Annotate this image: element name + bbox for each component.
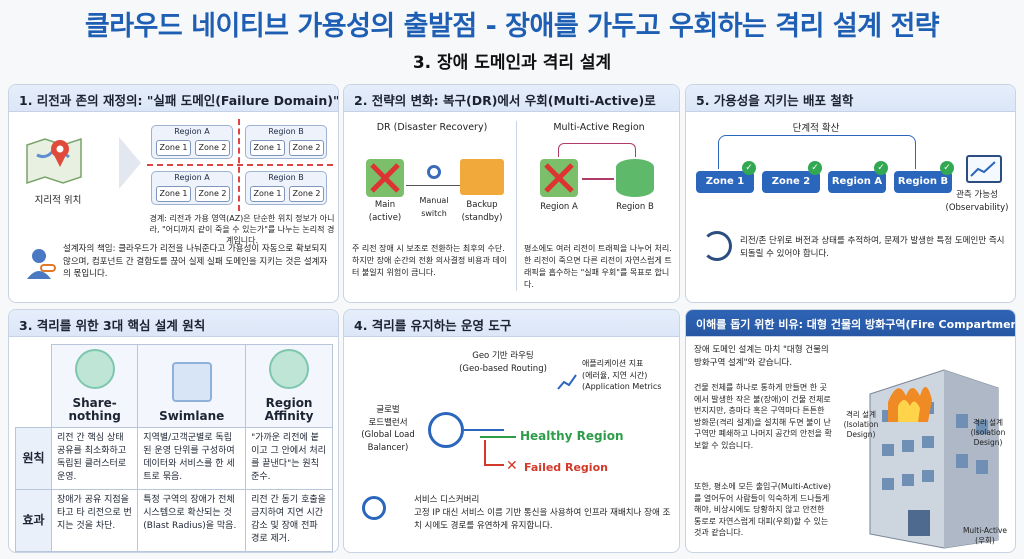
route-line	[464, 429, 504, 431]
rollout-node: Region B	[894, 171, 952, 193]
main-label: Main (active)	[368, 200, 402, 223]
rollout-node: Region A	[828, 171, 886, 193]
database-icon	[616, 159, 654, 197]
panel-heading: 5. 가용성을 지키는 배포 철학	[686, 85, 1015, 112]
check-icon: ✓	[874, 161, 888, 175]
divider	[516, 121, 517, 291]
switch-label: Manual switch	[419, 196, 449, 218]
region-a-failed-icon	[540, 159, 578, 197]
check-icon: ✓	[742, 161, 756, 175]
panel-analogy: 이해를 돕기 위한 비유: 대형 건물의 방화구역(Fire Compartme…	[685, 309, 1016, 553]
panel-ops-tools: 4. 격리를 유지하는 운영 도구 Geo 기반 라우팅 (Geo-based …	[343, 309, 680, 553]
network-icon	[74, 349, 115, 389]
principles-table: Share-nothing Swimlane Region Affinity 원…	[15, 344, 333, 552]
region-box: Region A Zone 1 Zone 2	[151, 125, 233, 159]
panel-principles: 3. 격리를 위한 3대 핵심 설계 원칙 Share-nothing Swim…	[8, 309, 339, 553]
multi-active-label: Multi-Active (우회)	[962, 526, 1008, 545]
row-label: 효과	[15, 489, 52, 552]
boundary-line-horizontal	[147, 164, 333, 166]
table-cell: 지역별/고객군별로 독립된 운영 단위를 구성하여 데이터와 서비스를 한 세트…	[137, 427, 247, 490]
ma-title: Multi-Active Region	[553, 122, 645, 133]
affinity-icon	[269, 349, 310, 389]
failed-label: Failed Region	[524, 461, 608, 474]
failed-route-line	[484, 440, 504, 466]
region-box: Region B Zone 1 Zone 2	[245, 171, 327, 205]
panel-heading: 이해를 돕기 위한 비유: 대형 건물의 방화구역(Fire Compartme…	[686, 310, 1015, 337]
backup-label: Backup (standby)	[461, 200, 503, 223]
swimlane-icon	[171, 362, 212, 402]
table-cell: 특정 구역의 장애가 전체 시스템으로 확산되는 것(Blast Radius)…	[137, 489, 247, 552]
check-icon: ✓	[940, 161, 954, 175]
dr-title: DR (Disaster Recovery)	[376, 122, 488, 133]
map-icon	[23, 133, 85, 185]
load-balancer-icon	[428, 412, 464, 448]
panel-heading: 1. 리전과 존의 재정의: "실패 도메인(Failure Domain)"	[9, 85, 338, 112]
analogy-para-1: 장애 도메인 설계는 마치 "대형 건물의 방화구역 설계"와 같습니다.	[694, 345, 829, 368]
panel-heading: 4. 격리를 유지하는 운영 도구	[344, 310, 679, 337]
close-icon: ✕	[506, 458, 518, 474]
isolation-label-right: 격리 설계 (Isolation Design)	[970, 418, 1006, 447]
map-label: 지리적 위치	[34, 195, 82, 206]
panel-deploy-philosophy: 5. 가용성을 지키는 배포 철학 단계적 확산 Zone 1 Zone 2 R…	[685, 84, 1016, 303]
rollout-node: Zone 1	[696, 171, 754, 193]
metrics-label: 애플리케이션 지표 (에러율, 지연 시간) (Application Metr…	[582, 359, 662, 391]
page-subtitle: 3. 장애 도메인과 격리 설계	[412, 53, 612, 73]
search-icon	[362, 496, 386, 520]
table-cell: 리전 간 핵심 상태 공유를 최소화하고 독립된 클러스터로 운영.	[50, 427, 139, 490]
panel-heading: 3. 격리를 위한 3대 핵심 설계 원칙	[9, 310, 338, 337]
geo-routing-label: Geo 기반 라우팅 (Geo-based Routing)	[459, 351, 547, 374]
region-box: Region A Zone 1 Zone 2	[151, 171, 233, 205]
traffic-arrow	[558, 143, 636, 157]
column-header: Swimlane	[137, 344, 247, 428]
column-header: Region Affinity	[245, 344, 333, 428]
lb-label: 글로벌 로드밸런서 (Global Load Balancer)	[361, 405, 415, 453]
duty-note: 설계자의 책임: 클라우드가 리전을 나눠준다고 가용성이 자동으로 확보되지 …	[63, 244, 328, 279]
dr-note: 주 리전 장애 시 보조로 전환하는 최후의 수단. 하지만 장애 순간의 전환…	[352, 244, 508, 277]
building-illustration	[848, 354, 1012, 550]
monitor-icon	[966, 155, 1002, 183]
sd-title: 서비스 디스커버리	[414, 495, 480, 505]
traffic-arrow	[582, 178, 614, 180]
table-cell: 리전 간 동기 호출을 금지하여 지연 시간 감소 및 장애 전파 경로 제거.	[245, 489, 333, 552]
healthy-route-line	[480, 436, 516, 438]
isolation-label-left: 격리 설계 (Isolation Design)	[843, 410, 879, 439]
row-label: 원칙	[15, 427, 52, 490]
chevron-right-icon	[119, 137, 141, 189]
healthy-label: Healthy Region	[520, 429, 624, 443]
ma-note: 평소에도 여러 리전이 트래픽을 나누어 처리. 한 리전이 죽으면 다른 리전…	[524, 244, 672, 289]
broken-link-icon	[21, 245, 57, 281]
region-b-label: Region B	[616, 202, 654, 212]
trend-icon	[556, 372, 578, 392]
panel-heading: 2. 전략의 변화: 복구(DR)에서 우회(Multi-Active)로	[344, 85, 679, 112]
sd-note: 고정 IP 대신 서비스 이름 기반 통신을 사용하여 인프라 재배치나 장애 …	[414, 508, 671, 531]
switch-line	[406, 185, 461, 186]
analogy-para-3: 또한, 평소에 모든 출입구(Multi-Active)를 열어두어 사람들이 …	[694, 482, 832, 537]
column-header: Share-nothing	[50, 344, 139, 428]
region-box: Region B Zone 1 Zone 2	[245, 125, 327, 159]
check-icon: ✓	[808, 161, 822, 175]
rollout-arc	[718, 135, 916, 169]
folder-icon	[460, 159, 504, 195]
panel-failure-domain: 1. 리전과 존의 재정의: "실패 도메인(Failure Domain)" …	[8, 84, 339, 303]
table-cell: "가까운 리전에 붙이고 그 안에서 처리를 끝낸다"는 원칙 준수.	[245, 427, 333, 490]
main-failed-icon	[366, 159, 404, 197]
rollout-node: Zone 2	[762, 171, 820, 193]
boundary-note: 경계: 리전과 가용 영역(AZ)은 단순한 위치 정보가 아니라, "어디까지…	[149, 214, 335, 245]
region-a-label: Region A	[540, 202, 578, 212]
deploy-note: 리전/존 단위로 버전과 상태를 추적하여, 문제가 발생한 특정 도메인만 즉…	[740, 236, 1005, 259]
table-cell: 장애가 공유 지점을 타고 타 리전으로 번지는 것을 차단.	[50, 489, 139, 552]
analogy-para-2: 건물 전체를 하나로 통하게 만들면 한 곳에서 발생한 작은 불(장애)이 건…	[694, 383, 832, 450]
rollout-label: 단계적 확산	[792, 123, 840, 134]
observability-label: 관측 가능성 (Observability)	[945, 190, 1009, 213]
rollback-icon	[702, 231, 732, 261]
panel-strategy: 2. 전략의 변화: 복구(DR)에서 우회(Multi-Active)로 DR…	[343, 84, 680, 303]
gear-icon	[427, 165, 441, 179]
page-title: 클라우드 네이티브 가용성의 출발점 - 장애를 가두고 우회하는 격리 설계 …	[84, 11, 940, 42]
